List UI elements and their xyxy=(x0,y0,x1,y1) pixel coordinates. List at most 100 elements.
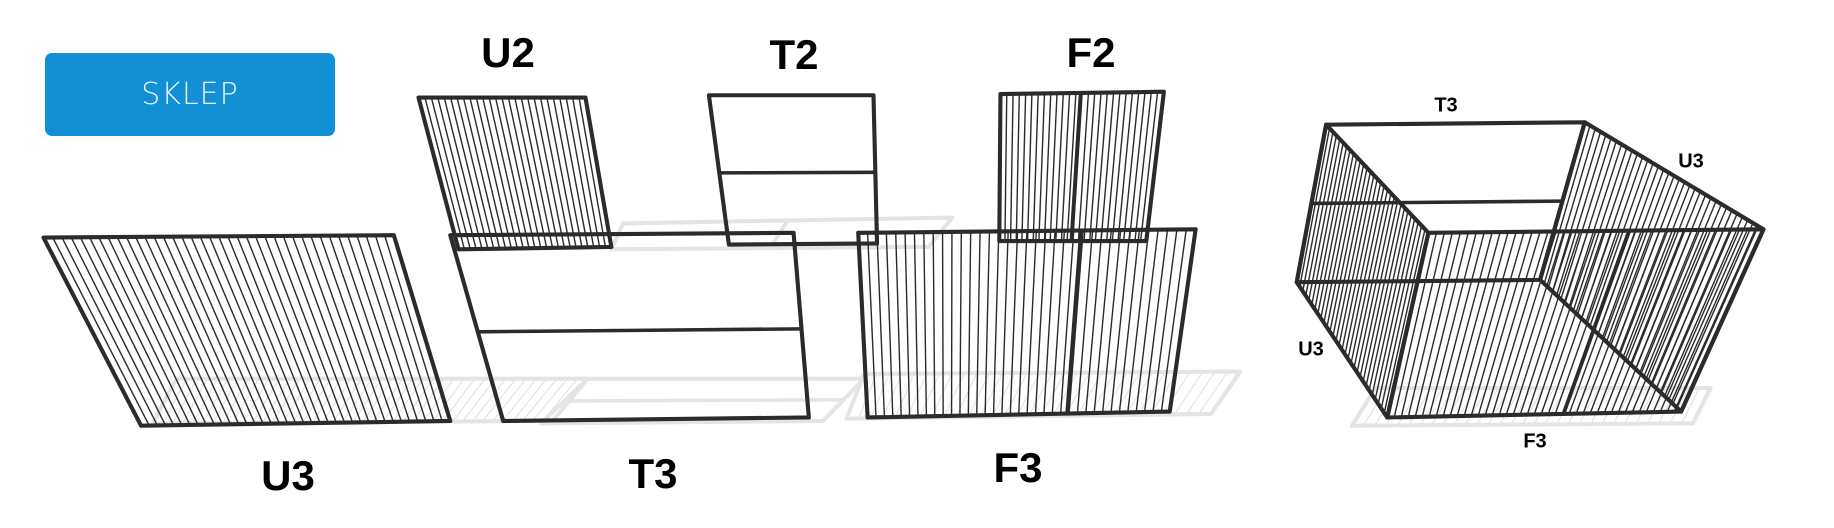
panel-bar xyxy=(1308,138,1341,301)
panel-bar xyxy=(462,97,501,249)
panel-bar xyxy=(1453,387,1477,426)
cross-bar xyxy=(719,170,876,175)
panel-bar xyxy=(1311,142,1344,305)
panel-bar xyxy=(199,236,281,424)
panel-bar xyxy=(1659,213,1738,393)
panel-bar xyxy=(1066,92,1077,242)
panel-bar xyxy=(264,235,338,423)
panel-bar xyxy=(984,231,991,416)
shadow-cage xyxy=(1349,386,1713,428)
shop-button[interactable]: SKLEP xyxy=(45,53,335,136)
panel-bar xyxy=(1329,164,1365,332)
panel-bar xyxy=(1160,229,1187,412)
panel-bar xyxy=(1377,221,1419,405)
panel-bar xyxy=(1554,230,1621,415)
panel-bar xyxy=(1470,231,1525,416)
panel-bar xyxy=(1663,216,1744,397)
panel-bar xyxy=(932,232,936,417)
panel-bar xyxy=(319,235,386,423)
panel-bar xyxy=(492,378,527,422)
panel-bar xyxy=(866,232,877,418)
panel-bar xyxy=(236,235,313,424)
panel-bar xyxy=(1134,91,1153,242)
panel-bar xyxy=(1526,230,1589,415)
label-u3: U3 xyxy=(261,452,315,499)
panel-bar xyxy=(1463,231,1517,417)
panel-bar xyxy=(218,236,297,424)
panel-bar xyxy=(171,236,256,425)
panel-bar xyxy=(1645,229,1725,413)
panel-bar xyxy=(1143,229,1169,413)
panel-bar xyxy=(1383,229,1426,414)
panel-bar xyxy=(1491,231,1549,416)
panel-bar xyxy=(1060,93,1071,242)
divider-bar xyxy=(1561,230,1632,415)
panel-bar xyxy=(502,378,537,422)
panel-bar xyxy=(232,378,260,424)
panel-bar xyxy=(52,237,150,426)
cross-bar xyxy=(477,327,802,334)
panel-bar xyxy=(1673,229,1757,413)
panel-frame xyxy=(1385,227,1766,420)
label-t2: T2 xyxy=(769,31,819,78)
panel-bar xyxy=(1076,230,1094,414)
panel-bar xyxy=(1601,169,1665,339)
panel-bar xyxy=(1015,93,1021,242)
panel-bar xyxy=(1111,92,1127,242)
panel-frame xyxy=(609,215,955,252)
panel-bar xyxy=(885,232,894,417)
panel-bar xyxy=(1681,387,1700,424)
panel-bar xyxy=(356,235,419,422)
panel-bar xyxy=(1317,149,1351,314)
panel-bar xyxy=(1639,197,1712,374)
panel-bar xyxy=(1052,372,1078,417)
panel-bar xyxy=(1414,232,1461,418)
panel-bar xyxy=(1498,231,1557,416)
panel-bar xyxy=(1609,175,1675,346)
panel-bar xyxy=(1533,230,1597,415)
panel-bar xyxy=(941,231,944,416)
panel-bar xyxy=(1638,229,1717,413)
panel-bar xyxy=(539,97,571,248)
panel-bar xyxy=(475,97,513,249)
cage-back xyxy=(1294,120,1587,285)
panel-bar xyxy=(125,236,215,425)
panel-bar xyxy=(181,236,264,425)
panel-bar xyxy=(1088,372,1116,416)
panel-bar xyxy=(1118,229,1141,413)
panel-bar xyxy=(1669,387,1689,424)
panel-bar xyxy=(1596,230,1669,414)
panel-bar xyxy=(144,236,232,425)
panel-bar xyxy=(1668,219,1749,401)
panel-bar xyxy=(116,236,207,426)
panel-bar xyxy=(1603,229,1677,414)
panel-bar xyxy=(1362,203,1402,382)
panel-bar xyxy=(135,236,224,425)
panel-bar xyxy=(1449,231,1501,417)
panel-bar xyxy=(1505,231,1565,416)
panel-bar xyxy=(1431,387,1455,426)
panel-bar xyxy=(1043,230,1056,415)
panel-bar xyxy=(1026,93,1033,242)
panel-bar xyxy=(967,231,972,416)
panel-bar xyxy=(1582,230,1653,414)
panel-bar xyxy=(202,378,229,424)
panel-bar xyxy=(1368,211,1409,391)
panel-bar xyxy=(79,236,175,426)
panel-bar xyxy=(1101,230,1122,413)
panel-bar xyxy=(1038,93,1046,242)
label-t3: T3 xyxy=(628,450,678,497)
panel-bar xyxy=(302,378,332,423)
panel-bar xyxy=(452,378,486,422)
panel-bar xyxy=(870,373,890,419)
panel-bar xyxy=(70,237,167,426)
panel-bar xyxy=(107,236,199,426)
panel-bar xyxy=(1335,171,1372,341)
panel-bar xyxy=(559,97,589,248)
panel-bar xyxy=(342,378,373,423)
panel-bar xyxy=(1365,207,1406,387)
panel-bar xyxy=(571,97,601,248)
panel-bar xyxy=(1026,230,1037,415)
label-u2: U2 xyxy=(481,29,535,76)
